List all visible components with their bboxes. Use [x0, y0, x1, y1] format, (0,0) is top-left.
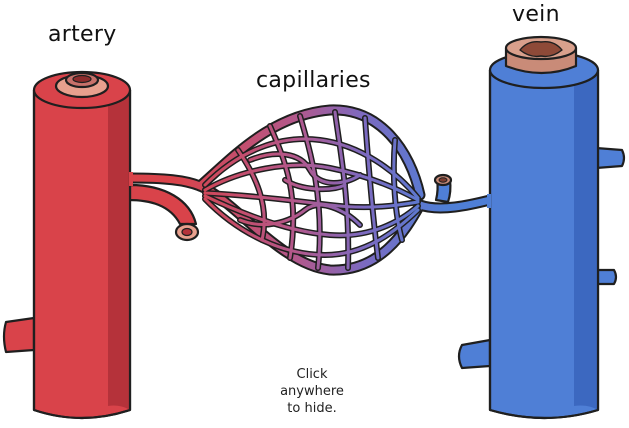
hint-line-2: anywhere	[262, 383, 362, 400]
hint-line-1: Click	[262, 366, 362, 383]
capillaries-label: capillaries	[256, 68, 371, 93]
click-to-hide-hint[interactable]: Click anywhere to hide.	[262, 366, 362, 417]
artery-label: artery	[48, 22, 117, 47]
vein-vessel	[435, 37, 624, 418]
hint-line-3: to hide.	[262, 400, 362, 417]
vein-label: vein	[512, 2, 560, 27]
capillary-network	[130, 110, 490, 270]
artery-vessel	[4, 72, 198, 418]
